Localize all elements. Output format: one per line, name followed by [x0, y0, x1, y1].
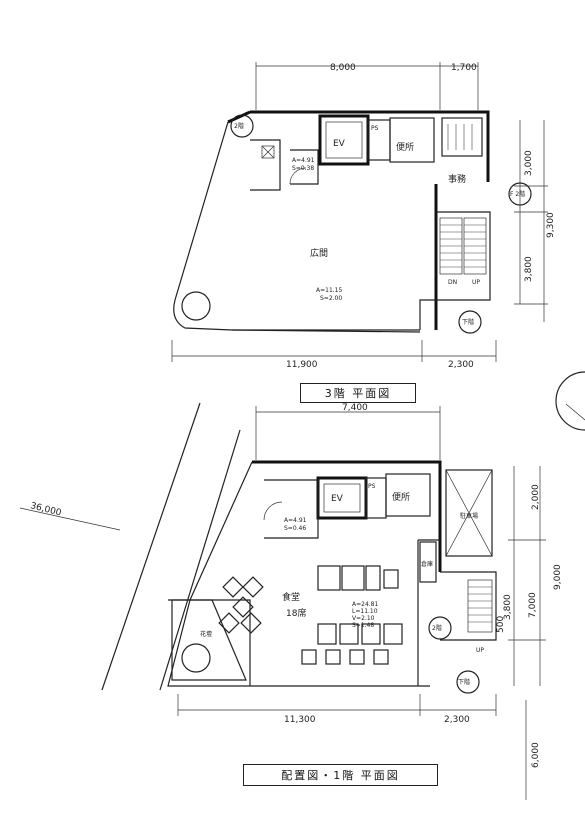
- f1-dim-right-5: 500: [496, 616, 506, 633]
- f1-dim-right-1: 2,000: [531, 484, 541, 510]
- f1-dim-bottom-1: 11,300: [284, 715, 316, 725]
- f1-round-planter: [181, 643, 211, 673]
- f3-area-a3: A=11.15: [316, 287, 342, 294]
- f3-area-a1: A=4.91: [292, 157, 315, 164]
- floor1-plan: 36,000 7,400 駐車場 UP EV PS 便所: [19, 371, 585, 800]
- f1-stamp-2: [456, 670, 480, 694]
- f1-dim-bottom-2: 2,300: [444, 715, 470, 725]
- f1-area-a6: S=1.48: [352, 622, 374, 629]
- f3-round-planter: [181, 291, 211, 321]
- f1-wc-label: 便所: [392, 491, 410, 503]
- f1-stamp-1: [428, 616, 452, 640]
- svg-text:F 2階: F 2階: [510, 190, 525, 198]
- road-line-right: [159, 429, 241, 691]
- f1-area-a2: S=0.46: [284, 525, 306, 532]
- f1-up-label: UP: [476, 647, 484, 654]
- f1-planter-area: [171, 599, 247, 681]
- f1-parking-box: [445, 469, 493, 557]
- f3-area-a4: S=2.00: [320, 295, 342, 302]
- f1-ps-label: PS: [368, 483, 376, 490]
- f3-dim-top-1: 8,000: [330, 63, 356, 73]
- f3-hall-label: 広間: [310, 247, 328, 259]
- f3-dim-right-1: 3,000: [524, 150, 534, 176]
- f1-dim-top-1: 7,400: [342, 403, 368, 413]
- floor1-title: 配置図・1階 平面図: [243, 764, 438, 786]
- f3-dim-bottom-2: 2,300: [448, 360, 474, 370]
- f3-dim-right-2: 3,800: [524, 256, 534, 282]
- f1-dining-label: 食堂: [282, 591, 300, 603]
- f3-stamp-1: [230, 114, 254, 138]
- f1-dim-right-2: 9,000: [553, 564, 563, 590]
- f3-stamp-3: [458, 310, 482, 334]
- f1-ev-label: EV: [331, 494, 344, 504]
- svg-text:下階: 下階: [462, 318, 474, 326]
- f3-dn-label: DN: [448, 279, 457, 286]
- road-line-left: [101, 402, 201, 691]
- f1-dining-furniture: [218, 565, 403, 665]
- f1-area-a1: A=4.91: [284, 517, 307, 524]
- north-arrow-icon: [555, 371, 585, 431]
- f3-stair: DN UP: [439, 217, 487, 286]
- f1-seats-label: 18席: [286, 607, 306, 619]
- f1-dim-right-4: 7,000: [528, 592, 538, 618]
- f1-flower-label: 花壇: [200, 630, 212, 638]
- f3-wc-label: 便所: [396, 141, 414, 153]
- f1-area-a3: A=24.81: [352, 601, 378, 608]
- f1-storage-label: 倉庫: [421, 560, 433, 568]
- f1-area-a4: L=11.10: [352, 608, 378, 615]
- f3-ev-label: EV: [333, 139, 346, 149]
- floor3-plan: 8,000 1,700 DN UP EV PS: [171, 62, 556, 370]
- svg-text:下階: 下階: [458, 678, 470, 686]
- svg-text:2階: 2階: [432, 624, 442, 632]
- f1-area-a5: V=2.10: [352, 615, 375, 622]
- floor3-title: 3階 平面図: [300, 383, 416, 403]
- f3-dim-bottom-1: 11,900: [286, 360, 318, 370]
- f3-dim-right-3: 9,300: [546, 212, 556, 238]
- f3-dim-top-2: 1,700: [451, 63, 477, 73]
- f3-ps-label: PS: [371, 125, 379, 132]
- f3-stamp-2: [508, 182, 532, 206]
- f1-parking-label: 駐車場: [460, 512, 478, 520]
- road-dimension: 36,000: [29, 501, 62, 518]
- f3-area-a2: S=0.38: [292, 165, 314, 172]
- f1-stair: UP: [467, 579, 493, 654]
- f1-dim-right-3: 3,800: [503, 594, 513, 620]
- svg-text:2階: 2階: [234, 122, 244, 130]
- f3-up-label: UP: [472, 279, 480, 286]
- f1-dim-right-6: 6,000: [531, 742, 541, 768]
- f3-office-label: 事務: [448, 173, 466, 185]
